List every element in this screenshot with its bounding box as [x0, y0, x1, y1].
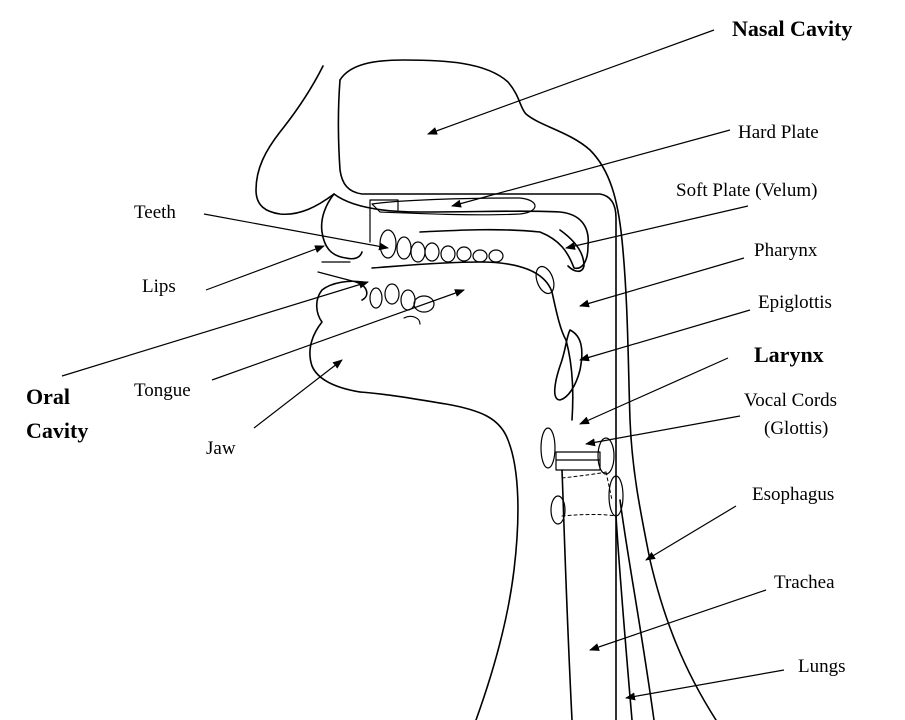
- trachea-front: [562, 470, 572, 720]
- label-oral-line1: Oral: [26, 384, 70, 409]
- back-of-head: [340, 60, 716, 720]
- head-outline: [256, 60, 716, 720]
- larynx-front: [566, 340, 573, 420]
- nose-profile: [256, 66, 334, 214]
- label-epiglottis: Epiglottis: [758, 292, 832, 313]
- pointer-esophagus: [646, 506, 736, 560]
- upper-lip: [322, 194, 362, 259]
- pointer-oral-cavity: [62, 282, 368, 376]
- pointer-nasal-cavity: [428, 30, 714, 134]
- label-tongue: Tongue: [134, 380, 191, 401]
- pointer-pharynx: [580, 258, 744, 306]
- pointer-lungs: [626, 670, 784, 698]
- label-soft-plate: Soft Plate (Velum): [676, 180, 817, 201]
- pointer-lines: [62, 30, 784, 698]
- label-nasal-cavity: Nasal Cavity: [732, 16, 852, 41]
- pointer-teeth: [204, 214, 388, 248]
- pointer-lips: [206, 246, 324, 290]
- epiglottis-shape: [555, 330, 582, 400]
- label-lungs: Lungs: [798, 656, 846, 677]
- label-trachea: Trachea: [774, 572, 835, 593]
- labels: Nasal Cavity Hard Plate Soft Plate (Velu…: [26, 16, 852, 677]
- upper-teeth: [380, 230, 503, 262]
- hard-palate: [334, 194, 588, 268]
- esophagus-wall: [620, 500, 654, 720]
- pointer-vocal-cords: [586, 416, 740, 444]
- trachea-ring-2: [562, 515, 616, 517]
- label-vocal-cords-line1: Vocal Cords: [744, 390, 837, 411]
- label-teeth: Teeth: [134, 202, 176, 223]
- trachea-back: [616, 516, 632, 720]
- nasal-cavity-wall: [339, 80, 617, 720]
- label-oral-line2: Cavity: [26, 418, 88, 443]
- trachea-ring-1: [562, 472, 606, 478]
- label-lips: Lips: [142, 276, 176, 297]
- pointer-soft-plate: [566, 206, 748, 248]
- label-esophagus: Esophagus: [752, 484, 834, 505]
- label-pharynx: Pharynx: [754, 240, 818, 261]
- pointer-tongue: [212, 290, 464, 380]
- vocal-cord-band: [556, 452, 600, 470]
- thyroid-cartilage: [541, 428, 555, 468]
- pointer-epiglottis: [580, 310, 750, 360]
- label-hard-plate: Hard Plate: [738, 122, 819, 143]
- label-vocal-cords-line2: (Glottis): [764, 418, 828, 439]
- pointer-larynx: [580, 358, 728, 424]
- jaw-line: [360, 392, 518, 720]
- label-jaw: Jaw: [206, 438, 236, 459]
- pointer-jaw: [254, 360, 342, 428]
- lip-inner: [318, 262, 356, 282]
- label-larynx: Larynx: [754, 342, 824, 367]
